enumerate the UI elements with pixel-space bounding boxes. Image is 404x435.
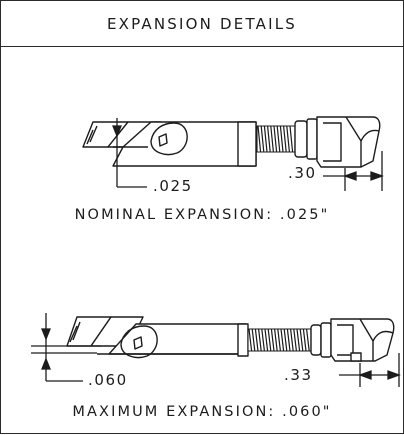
screw-thread [296, 328, 301, 352]
screw-thread [280, 328, 285, 352]
screw-thread [267, 328, 272, 352]
screw-thread [270, 125, 274, 153]
nominal-caption: NOMINAL EXPANSION: .025" [74, 207, 330, 223]
screw-thread [289, 125, 294, 153]
maximum-caption: MAXIMUM EXPANSION: .060" [72, 404, 332, 420]
screw-thread [302, 328, 307, 352]
screw-thread [276, 125, 281, 153]
screw-thread [264, 328, 269, 352]
screw-thread [286, 328, 291, 352]
screw-thread [274, 328, 278, 352]
maximum-offset-label: .33 [284, 366, 313, 384]
screw-thread [283, 125, 287, 153]
screw-thread [277, 328, 281, 352]
screw-thread [251, 328, 256, 352]
nominal-offset-label: .30 [288, 164, 317, 182]
head-block-maximum [330, 318, 395, 362]
head-block-nominal [316, 116, 381, 168]
panel-title: EXPANSION DETAILS [1, 1, 403, 47]
screw-thread [299, 328, 304, 352]
screw-thread [273, 125, 278, 153]
screw-thread [286, 125, 290, 153]
maximum-gap-label: .060 [88, 371, 128, 389]
screw-thread [261, 328, 265, 352]
screw-thread [254, 328, 259, 352]
screw-thread [293, 328, 297, 352]
screw-thread [306, 328, 310, 352]
screw-thread [279, 125, 284, 153]
screw-thread [283, 328, 288, 352]
screw-thread [260, 125, 265, 153]
screw-thread [263, 125, 268, 153]
screw-thread [290, 328, 294, 352]
screw-thread [267, 125, 271, 153]
screw-thread [258, 328, 262, 352]
screw-thread [270, 328, 275, 352]
screw-thread [257, 125, 262, 153]
screw-thread [248, 328, 253, 352]
nominal-gap-label: .025 [153, 177, 193, 195]
